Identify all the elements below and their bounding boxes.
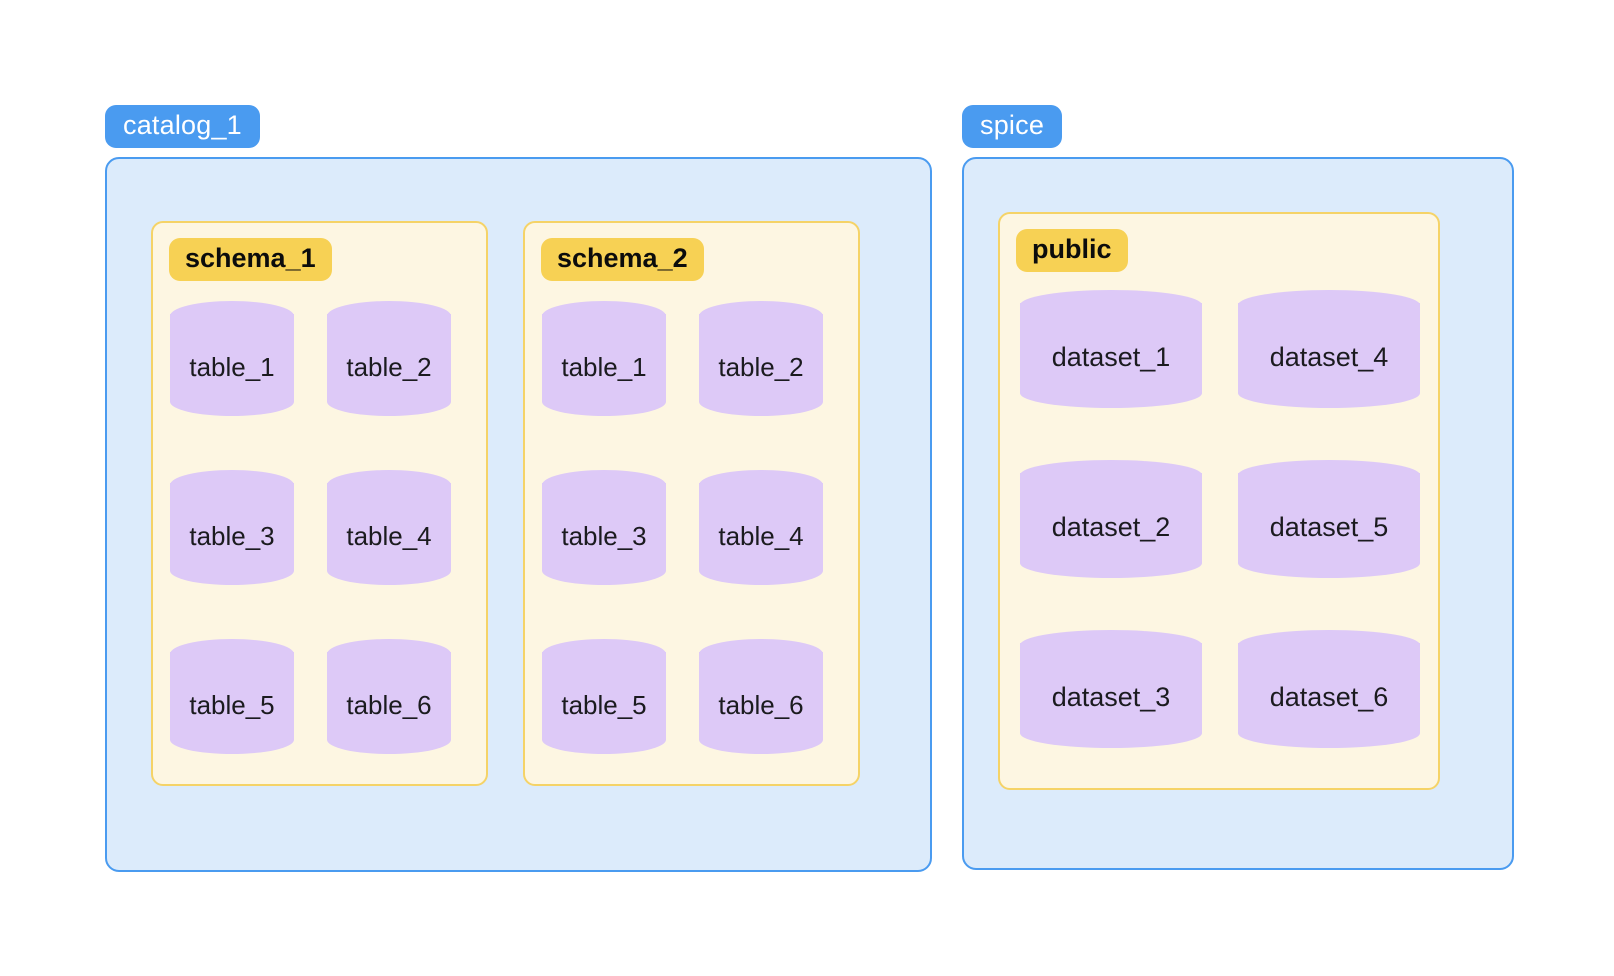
cylinder-label: table_5 xyxy=(561,689,647,720)
table-cylinder[interactable]: table_2 xyxy=(327,301,451,416)
schema-panel-schema-1: schema_1 table_1 table_2 table_3 xyxy=(151,221,488,786)
schema-label-schema-1[interactable]: schema_1 xyxy=(169,238,332,281)
cylinder-label: table_5 xyxy=(189,689,275,720)
cylinder-body-icon xyxy=(327,314,451,416)
table-cylinder[interactable]: table_6 xyxy=(327,639,451,754)
cylinder-label: dataset_6 xyxy=(1269,681,1389,712)
cylinder-label: table_1 xyxy=(561,351,647,382)
catalog-label-spice[interactable]: spice xyxy=(962,105,1063,148)
cylinder-label: table_6 xyxy=(718,689,804,720)
cylinder-label: table_2 xyxy=(718,351,804,382)
table-cylinder[interactable]: table_2 xyxy=(699,301,823,416)
table-cylinder[interactable]: table_1 xyxy=(542,301,666,416)
cylinder-label: table_2 xyxy=(346,351,432,382)
table-cylinder[interactable]: table_3 xyxy=(542,470,666,585)
dataset-cylinder[interactable]: dataset_6 xyxy=(1238,630,1420,748)
cylinder-body-icon xyxy=(542,483,666,585)
dataset-cylinder[interactable]: dataset_4 xyxy=(1238,290,1420,408)
dataset-cylinder[interactable]: dataset_5 xyxy=(1238,460,1420,578)
cylinder-label: dataset_1 xyxy=(1051,341,1171,372)
schema-panel-schema-2: schema_2 table_1 table_2 table_3 xyxy=(523,221,860,786)
cylinder-label: table_6 xyxy=(346,689,432,720)
cylinder-label: table_1 xyxy=(189,351,275,382)
cylinder-label: table_4 xyxy=(718,520,804,551)
cylinder-body-icon xyxy=(1238,303,1420,408)
dataset-cylinder[interactable]: dataset_2 xyxy=(1020,460,1202,578)
cylinder-body-icon xyxy=(170,652,294,754)
catalog-label-catalog-1[interactable]: catalog_1 xyxy=(105,105,260,148)
cylinder-body-icon xyxy=(327,652,451,754)
catalog-group-spice: spice public dataset_1 dataset_4 xyxy=(962,105,1514,872)
cylinder-body-icon xyxy=(542,314,666,416)
catalog-box-spice: public dataset_1 dataset_4 dataset_2 xyxy=(962,157,1514,870)
schema-panel-public: public dataset_1 dataset_4 dataset_2 xyxy=(998,212,1440,790)
cylinder-label: dataset_3 xyxy=(1051,681,1171,712)
cylinder-label: dataset_5 xyxy=(1269,511,1389,542)
schema-label-public[interactable]: public xyxy=(1016,229,1128,272)
table-cylinder[interactable]: table_3 xyxy=(170,470,294,585)
cylinder-label: dataset_2 xyxy=(1051,511,1171,542)
table-grid-schema-2: table_1 table_2 table_3 table_4 xyxy=(542,301,845,771)
cylinder-body-icon xyxy=(699,652,823,754)
cylinder-body-icon xyxy=(1020,303,1202,408)
table-grid-schema-1: table_1 table_2 table_3 table_4 xyxy=(170,301,473,771)
cylinder-label: table_3 xyxy=(561,520,647,551)
table-cylinder[interactable]: table_5 xyxy=(170,639,294,754)
cylinder-body-icon xyxy=(699,314,823,416)
schema-label-schema-2[interactable]: schema_2 xyxy=(541,238,704,281)
cylinder-body-icon xyxy=(699,483,823,585)
cylinder-label: table_3 xyxy=(189,520,275,551)
table-cylinder[interactable]: table_6 xyxy=(699,639,823,754)
catalog-group-catalog-1: catalog_1 schema_1 table_1 table_2 xyxy=(105,105,932,872)
cylinder-body-icon xyxy=(1020,473,1202,578)
catalog-box-catalog-1: schema_1 table_1 table_2 table_3 xyxy=(105,157,932,872)
dataset-grid-public: dataset_1 dataset_4 dataset_2 dataset_5 xyxy=(1020,290,1420,768)
table-cylinder[interactable]: table_5 xyxy=(542,639,666,754)
table-cylinder[interactable]: table_4 xyxy=(327,470,451,585)
cylinder-body-icon xyxy=(170,314,294,416)
cylinder-body-icon xyxy=(542,652,666,754)
cylinder-label: table_4 xyxy=(346,520,432,551)
cylinder-body-icon xyxy=(1238,473,1420,578)
cylinder-body-icon xyxy=(327,483,451,585)
cylinder-label: dataset_4 xyxy=(1269,341,1389,372)
cylinder-body-icon xyxy=(1238,643,1420,748)
table-cylinder[interactable]: table_4 xyxy=(699,470,823,585)
cylinder-body-icon xyxy=(1020,643,1202,748)
cylinder-body-icon xyxy=(170,483,294,585)
table-cylinder[interactable]: table_1 xyxy=(170,301,294,416)
dataset-cylinder[interactable]: dataset_3 xyxy=(1020,630,1202,748)
dataset-cylinder[interactable]: dataset_1 xyxy=(1020,290,1202,408)
